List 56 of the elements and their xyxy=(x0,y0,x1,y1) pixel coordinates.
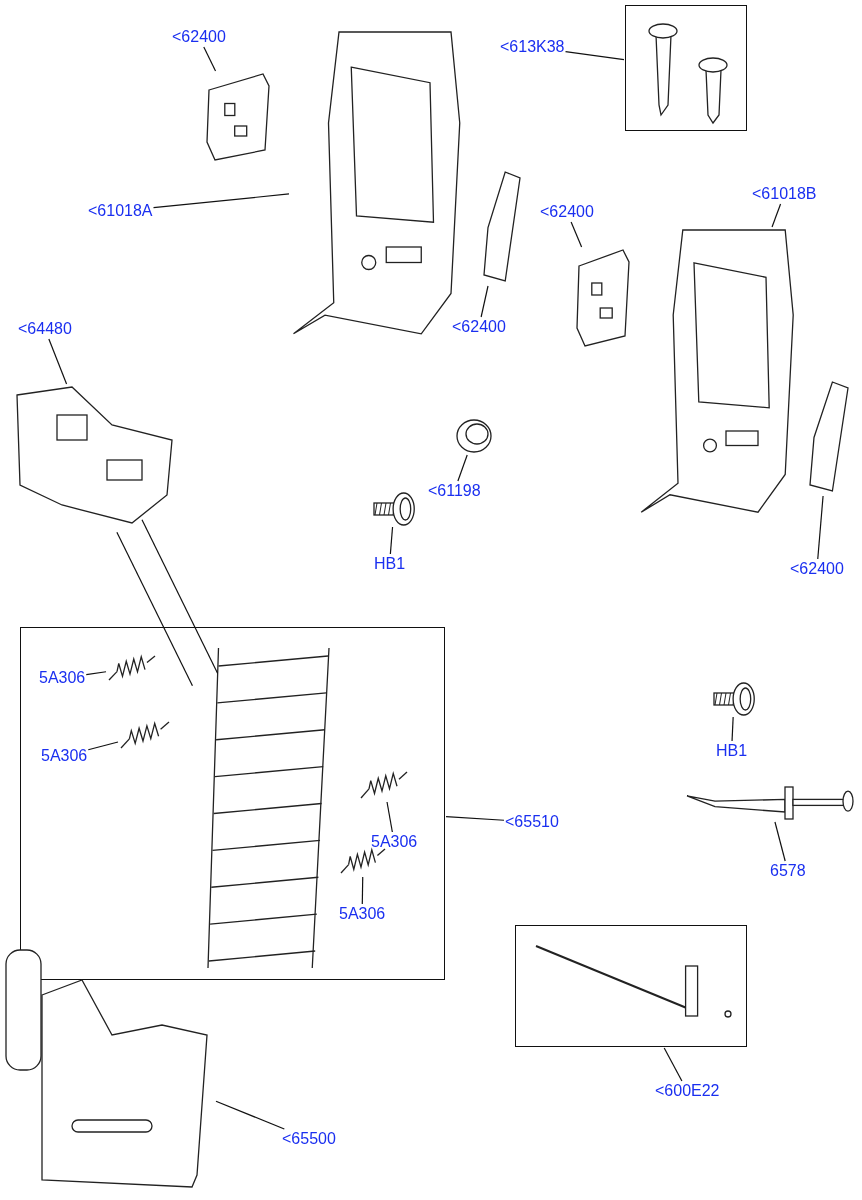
group-frame xyxy=(20,627,445,980)
part-number: <62400 xyxy=(452,318,506,336)
leader-line xyxy=(774,821,786,862)
leader-line xyxy=(389,526,394,555)
leader-line xyxy=(445,816,505,821)
part-number: 5A306 xyxy=(41,747,88,765)
side-trim-drawing xyxy=(806,380,850,495)
lumbar-mat-drawing xyxy=(206,646,331,971)
bolt-drawing xyxy=(712,682,756,716)
leader-line xyxy=(215,1100,285,1130)
knob-drawing xyxy=(455,418,493,454)
leader-line xyxy=(480,285,489,318)
part-number: <65510 xyxy=(505,813,559,831)
part-number: <600E22 xyxy=(655,1082,720,1100)
leader-line xyxy=(564,50,625,61)
leader-line xyxy=(48,338,68,385)
part-number: 5A306 xyxy=(339,905,386,923)
group-frame xyxy=(625,5,747,131)
leader-line xyxy=(771,203,782,228)
part-number: <61018B xyxy=(752,185,817,203)
part-number: 5A306 xyxy=(39,669,86,687)
part-number: <613K38 xyxy=(500,38,565,56)
part-number: HB1 xyxy=(716,742,748,760)
trim-panel-drawing xyxy=(575,248,631,348)
spring-drawing xyxy=(359,769,409,801)
leader-line xyxy=(141,519,219,674)
spring-drawing xyxy=(107,653,157,683)
leader-line xyxy=(817,495,824,560)
side-trim-drawing xyxy=(480,170,522,285)
spring-drawing xyxy=(339,846,387,876)
part-number: 5A306 xyxy=(371,833,418,851)
leader-line xyxy=(386,801,393,833)
group-frame xyxy=(515,925,747,1047)
part-number: <62400 xyxy=(790,560,844,578)
part-number: 6578 xyxy=(770,862,806,880)
part-number: <62400 xyxy=(540,203,594,221)
part-number: <61198 xyxy=(428,482,481,500)
leader-line xyxy=(87,741,119,751)
leader-line xyxy=(116,531,194,687)
leader-line xyxy=(731,716,734,742)
leader-line xyxy=(85,671,107,676)
spring-drawing xyxy=(119,719,171,751)
leader-line xyxy=(457,454,468,482)
grease-tube-drawing xyxy=(685,785,855,821)
leader-line xyxy=(152,193,290,209)
part-number: <61018A xyxy=(88,202,153,220)
part-number: <62400 xyxy=(172,28,226,46)
leader-line xyxy=(203,46,217,72)
leader-line xyxy=(570,221,583,248)
bolt-drawing xyxy=(372,492,416,526)
part-number: <65500 xyxy=(282,1130,336,1148)
part-number: <64480 xyxy=(18,320,72,338)
trim-panel-drawing xyxy=(205,72,271,162)
leader-line xyxy=(663,1047,683,1082)
part-number: HB1 xyxy=(374,555,406,573)
leader-line xyxy=(361,876,364,905)
